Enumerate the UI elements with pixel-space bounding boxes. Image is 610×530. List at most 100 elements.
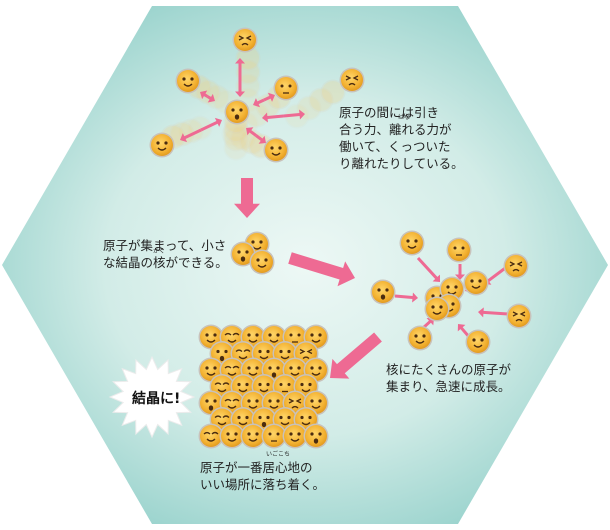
nucleus-atom-2: [230, 241, 256, 267]
vibrating-atoms: [149, 27, 365, 163]
lattice-atom: [272, 341, 298, 366]
nucleus-atom-3: [249, 249, 275, 275]
flow-arrow-right: [288, 252, 355, 287]
lattice-atom: [282, 324, 308, 350]
incoming-atom-5: [463, 270, 489, 296]
incoming-atom-4: [370, 279, 396, 305]
growth-caption-line-2: 集まり、急速に成長。: [386, 379, 511, 394]
incoming-atom-7: [407, 325, 433, 351]
lattice-atom: [251, 407, 277, 432]
lattice-atom: [209, 341, 235, 366]
lattice-atom: [209, 407, 235, 432]
lattice-atom: [251, 374, 277, 399]
crystal-burst-shape: [108, 355, 196, 439]
incoming-atom-3: [503, 253, 529, 279]
force-arrow-up-a: [235, 58, 245, 78]
incoming-atom-1: [399, 230, 425, 256]
atom-vibrating-upper-right: [273, 75, 299, 101]
lattice-atom: [230, 407, 256, 432]
force-arrow-downleft-b: [180, 128, 202, 143]
nucleus-caption-line-1: 原子が集まって、小さ: [103, 238, 227, 253]
lattice-atom: [240, 324, 266, 350]
lattice-atom: [219, 423, 245, 449]
ruby-hanareru: はな: [398, 114, 411, 121]
force-arrow-upright-a: [253, 98, 265, 108]
lattice-atom: [272, 407, 298, 432]
lattice-atom: [282, 423, 308, 449]
lattice-atom: [293, 341, 319, 366]
force-arrow-upright-b: [263, 92, 275, 102]
attraction-arrow-3: [484, 264, 509, 285]
lattice-atom: [198, 324, 224, 350]
atom-vibrating-far-right: [339, 67, 365, 93]
force-arrow-left-a: [206, 93, 215, 103]
forces-caption: 原子の間には引き 合う力、離れる力が 働いて、くっついた り離れたりしている。: [339, 104, 464, 172]
force-arrow-downright-a: [246, 127, 257, 137]
lattice-atom: [282, 390, 308, 416]
growth-caption: 核にたくさんの原子が 集まり、急速に成長。: [386, 361, 511, 395]
forces-caption-line-4: り離れたりしている。: [339, 156, 464, 171]
settle-caption: 原子が一番居心地の いい場所に落ち着く。: [200, 459, 325, 493]
nucleus-caption-line-2: な結晶の核ができる。: [103, 255, 228, 270]
lattice-atom: [230, 374, 256, 399]
incoming-atom-6: [506, 303, 532, 329]
attraction-arrow-4: [394, 292, 418, 303]
nucleus-caption: 原子が集まって、小さ な結晶の核ができる。: [103, 237, 228, 271]
lattice-atom: [198, 423, 224, 449]
attraction-arrow-6: [478, 307, 509, 318]
lattice-atom: [230, 341, 256, 366]
force-arrow-downleft-a: [200, 117, 222, 132]
atom-vibrating-left: [175, 68, 201, 94]
lattice-atom: [293, 407, 319, 432]
crystal-lattice: [198, 324, 329, 449]
cluster-atom-4: [424, 296, 450, 322]
forces-caption-line-3: 働いて、くっついた: [339, 139, 451, 154]
lattice-atom: [219, 357, 245, 383]
force-arrow-right-a: [262, 112, 284, 123]
forces-caption-line-1: 原子の間には引き: [339, 105, 440, 120]
force-arrow-downright-b: [255, 134, 266, 144]
atom-vibrating-center: [224, 99, 250, 125]
lattice-atom: [251, 341, 277, 366]
lattice-atom: [293, 374, 319, 399]
ruby-kaku: かく: [153, 248, 166, 255]
force-arrows: [180, 58, 305, 144]
lattice-atom: [240, 423, 266, 449]
lattice-atom: [282, 357, 308, 383]
lattice-atom: [261, 390, 287, 416]
atom-vibrating-top: [232, 27, 258, 53]
atom-vibrating-lower-right: [263, 137, 289, 163]
incoming-atom-8: [465, 329, 491, 355]
lattice-atom: [240, 357, 266, 383]
growth-caption-line-1: 核にたくさんの原子が: [386, 362, 512, 377]
atom-vibrating-lower-left: [149, 132, 175, 158]
lattice-atom: [303, 423, 329, 449]
lattice-atom: [261, 324, 287, 350]
flow-arrow-down: [234, 178, 260, 218]
lattice-atom: [198, 357, 224, 383]
lattice-atom: [240, 390, 266, 416]
attraction-arrow-2: [455, 264, 465, 280]
lattice-atom: [303, 324, 329, 350]
ruby-igokochi: いごこち: [266, 451, 291, 458]
force-arrow-left-b: [200, 90, 209, 100]
lattice-atom: [219, 324, 245, 350]
forces-caption-line-2: 合う力、離れる力が: [339, 122, 452, 137]
lattice-atom: [261, 357, 287, 383]
nucleus-atoms: [230, 231, 275, 275]
flow-arrow-down-left: [330, 332, 382, 379]
lattice-atom: [261, 423, 287, 449]
attraction-arrow-7: [421, 318, 434, 330]
lattice-atom: [272, 374, 298, 399]
settle-caption-line-2: いい場所に落ち着く。: [200, 477, 326, 492]
lattice-atom: [198, 390, 224, 416]
lattice-atom: [219, 390, 245, 416]
attraction-arrow-1: [416, 256, 440, 282]
lattice-atom: [303, 357, 329, 383]
lattice-atom: [303, 390, 329, 416]
crystal-burst-label: 結晶に!: [132, 391, 181, 407]
growing-cluster-atoms: [370, 230, 532, 355]
force-arrow-up-b: [235, 77, 245, 97]
settle-caption-line-1: 原子が一番居心地の: [200, 460, 313, 475]
